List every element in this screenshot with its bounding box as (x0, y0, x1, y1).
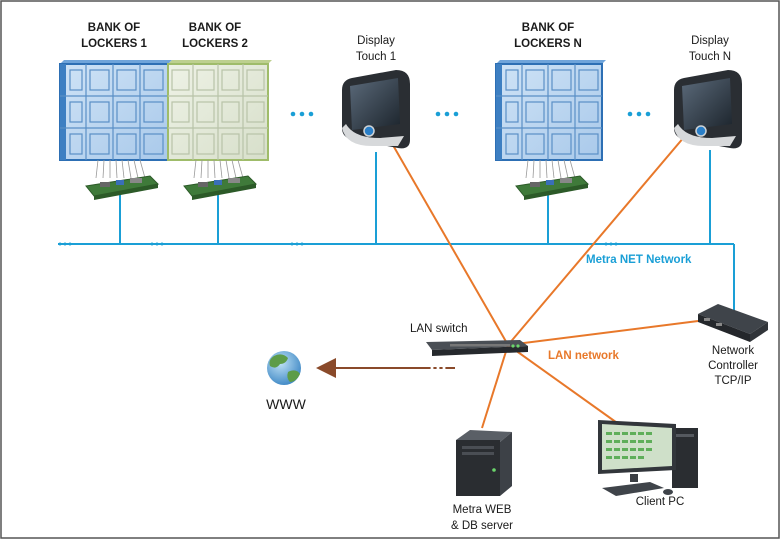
display-n-label: Display Touch N (689, 33, 731, 65)
controller-board-1-icon (85, 159, 160, 200)
lan-lines (389, 129, 707, 429)
bank-n-label-line2: LOCKERS N (514, 38, 582, 50)
lan-network-label: LAN network (548, 350, 619, 362)
lan-switch-label: LAN switch (410, 323, 468, 335)
bank-2-label-line2: LOCKERS 2 (182, 38, 248, 50)
bank-n-label-line1: BANK OF (521, 22, 575, 34)
bank-n-label: BANK OF LOCKERS N (514, 20, 582, 52)
network-controller-icon (698, 304, 768, 342)
display-1-label-line1: Display (357, 35, 395, 47)
metra-net-bus (58, 150, 735, 312)
bus-dots (58, 242, 618, 246)
display-1-label-line2: Touch 1 (355, 51, 397, 63)
server-label-line2: & DB server (451, 520, 513, 532)
locker-bank-2-icon (167, 60, 272, 161)
server-icon (456, 430, 512, 496)
bank-1-label: BANK OF LOCKERS 1 (81, 20, 147, 52)
bank-1-label-line2: LOCKERS 1 (81, 38, 147, 50)
server-label: Metra WEB & DB server (451, 502, 513, 534)
client-pc-label: Client PC (635, 496, 685, 508)
server-label-line1: Metra WEB (452, 504, 512, 516)
www-link (316, 358, 455, 378)
locker-bank-1-icon (59, 60, 172, 161)
display-n-label-line2: Touch N (688, 51, 732, 63)
display-touch-1-icon (342, 70, 410, 149)
controller-label-line1: Network (711, 345, 755, 357)
locker-bank-n-icon (495, 60, 606, 161)
client-pc-icon (598, 420, 698, 496)
ellipsis-dots (290, 111, 651, 117)
display-n-label-line1: Display (691, 35, 729, 47)
controller-board-2-icon (183, 159, 258, 200)
controller-label: Network Controller TCP/IP (708, 344, 758, 389)
controller-board-n-icon (515, 159, 590, 200)
metra-net-label: Metra NET Network (586, 254, 692, 266)
display-touch-n-icon (674, 70, 742, 149)
globe-icon (267, 351, 301, 385)
bank-2-label: BANK OF LOCKERS 2 (182, 20, 248, 52)
lan-switch-icon (426, 340, 528, 356)
bank-2-label-line1: BANK OF (188, 22, 242, 34)
www-label: WWW (266, 396, 306, 412)
controller-label-line3: TCP/IP (714, 375, 752, 387)
controller-label-line2: Controller (708, 360, 758, 372)
display-1-label: Display Touch 1 (356, 33, 396, 65)
bank-1-label-line1: BANK OF (87, 22, 141, 34)
